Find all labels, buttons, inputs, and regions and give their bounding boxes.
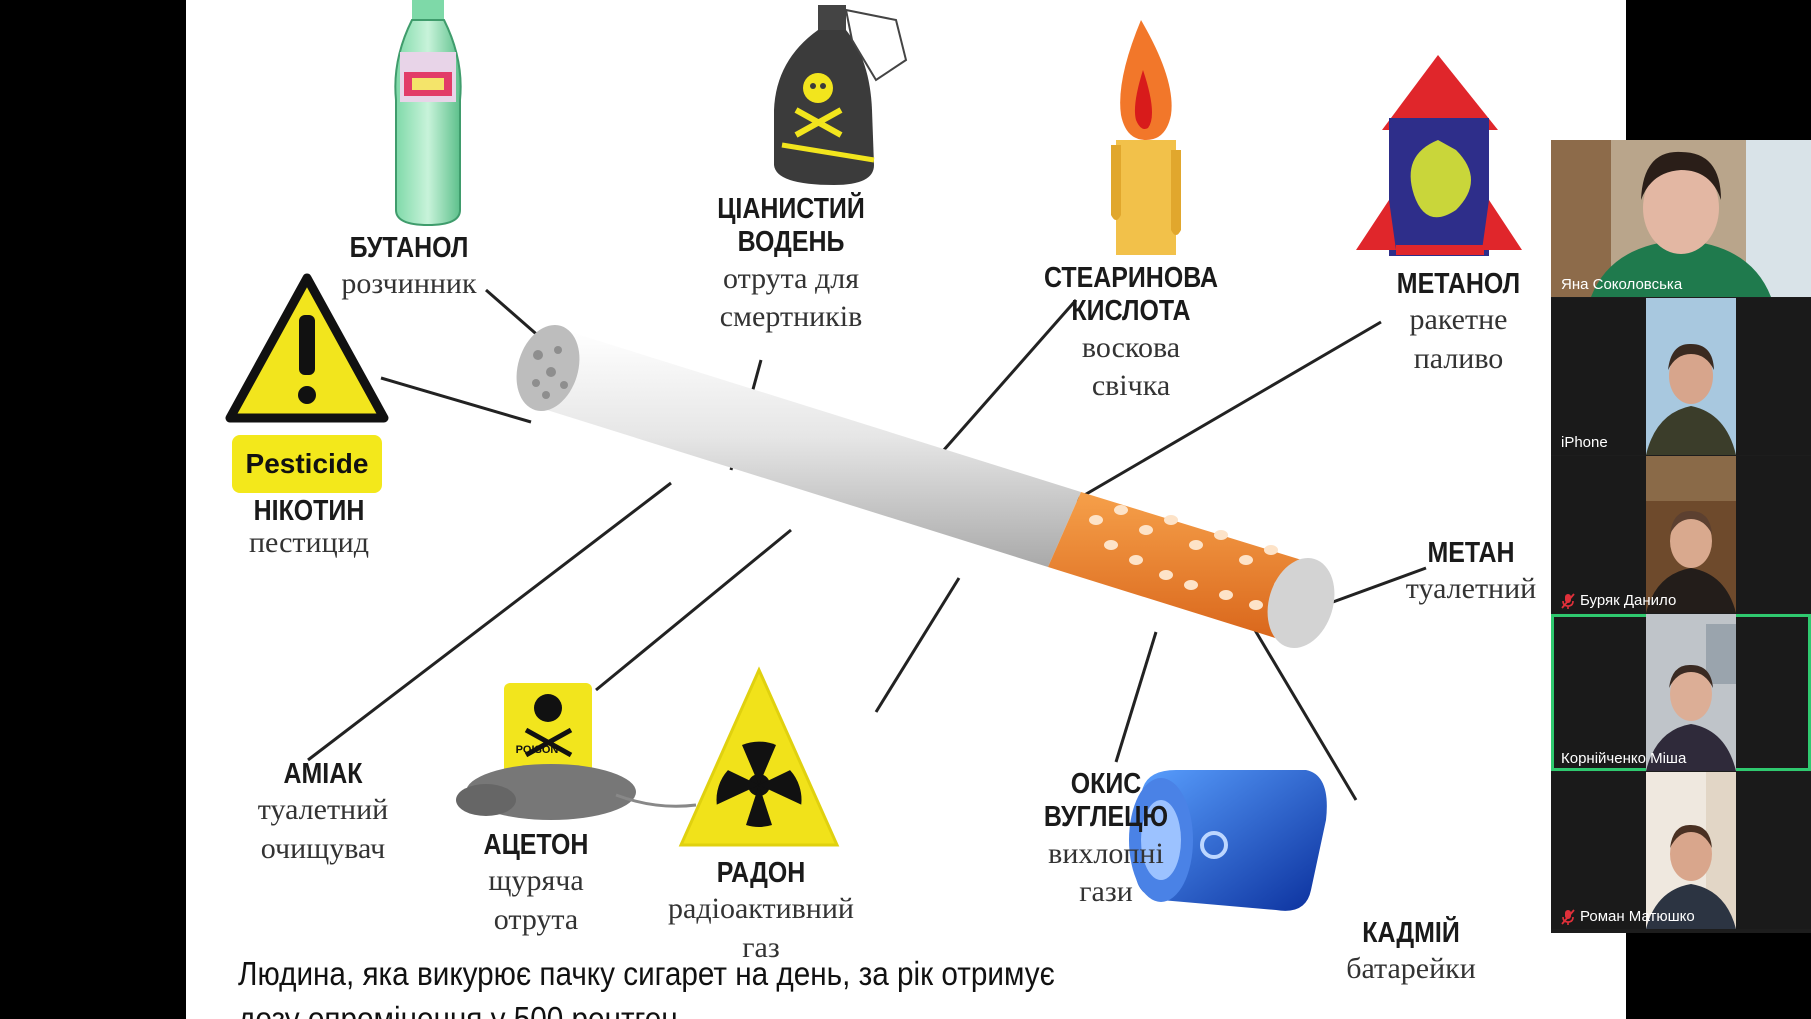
warning-triangle-icon	[225, 273, 389, 423]
label-title: МЕТАНОЛ	[1396, 268, 1521, 300]
rocket-icon	[1356, 55, 1522, 256]
label-sub: воскова	[1081, 330, 1181, 364]
participant-name-row: Корнійченко Міша	[1561, 750, 1686, 767]
label-sub: гази	[1079, 875, 1133, 909]
label-radon: РАДОН радіоактивний газ	[661, 857, 861, 967]
label-title: РАДОН	[716, 857, 806, 889]
label-sub: смертників	[719, 300, 863, 334]
label-stearic-acid: СТЕАРИНОВА КИСЛОТА воскова свічка	[1026, 262, 1236, 405]
label-title: АЦЕТОН	[483, 829, 589, 861]
participant-video	[1646, 772, 1736, 929]
cigarette-image	[516, 325, 1335, 648]
label-methanol: МЕТАНОЛ ракетне паливо	[1366, 268, 1551, 378]
participant-video	[1646, 456, 1736, 613]
participant-name-row: Яна Соколовська	[1561, 276, 1682, 293]
label-cadmium: КАДМІЙ батарейки	[1321, 917, 1501, 989]
candle-icon	[1111, 20, 1181, 255]
label-sub: отрута для	[722, 261, 859, 295]
label-sub: ракетне	[1409, 303, 1508, 337]
muted-mic-icon	[1561, 908, 1575, 925]
participant-name: Буряк Данило	[1580, 592, 1677, 609]
label-title: ВОДЕНЬ	[737, 226, 845, 259]
leader-lines	[307, 288, 1427, 801]
participant-tile[interactable]: Роман Матюшко	[1551, 772, 1811, 929]
participant-video	[1551, 140, 1811, 297]
presentation-slide: Pesticide POISON БУТАНОЛ розчинник ЦІАНИ…	[186, 0, 1626, 1019]
label-methane: МЕТАН туалетний	[1391, 537, 1551, 609]
label-ammonia: АМІАК туалетний очищувач	[238, 758, 408, 868]
label-sub: щуряча	[488, 864, 584, 898]
label-title: ВУГЛЕЦЮ	[1043, 801, 1169, 834]
participant-name-row: Роман Матюшко	[1561, 908, 1695, 925]
muted-mic-icon	[1561, 592, 1575, 609]
label-title: АМІАК	[283, 758, 363, 790]
filter-end	[1267, 558, 1335, 648]
poison-bottle-icon	[774, 5, 908, 185]
label-sub: отрута	[493, 902, 579, 936]
participant-name-row: iPhone	[1561, 434, 1608, 451]
label-sub: розчинник	[341, 267, 477, 301]
tobacco-texture	[532, 346, 568, 399]
participant-name: Роман Матюшко	[1580, 908, 1695, 925]
poison-label: POISON	[515, 744, 559, 756]
label-title: КАДМІЙ	[1362, 917, 1460, 949]
participant-name: Яна Соколовська	[1561, 276, 1683, 293]
label-title: КИСЛОТА	[1071, 295, 1191, 328]
label-title: СТЕАРИНОВА	[1043, 262, 1219, 294]
label-sub: радіоактивний	[668, 892, 854, 926]
participant-video	[1646, 298, 1736, 455]
battery-icon	[1129, 770, 1327, 911]
label-butanol: БУТАНОЛ розчинник	[314, 232, 504, 304]
label-title: БУТАНОЛ	[349, 232, 469, 264]
pesticide-badge: Pesticide	[232, 435, 382, 493]
participant-name: iPhone	[1561, 434, 1608, 451]
participant-tile-active[interactable]: Корнійченко Міша	[1551, 614, 1811, 771]
label-title: НІКОТИН	[253, 495, 365, 527]
label-title: МЕТАН	[1427, 537, 1515, 569]
radiation-icon	[678, 666, 840, 847]
label-sub: газ	[742, 930, 780, 964]
label-nicotine: НІКОТИН пестицид	[229, 495, 389, 563]
participant-video	[1646, 614, 1736, 771]
label-cyanide: ЦІАНИСТИЙ ВОДЕНЬ отрута для смертників	[691, 193, 891, 336]
label-sub: туалетний	[1405, 572, 1537, 606]
video-gallery: Яна Соколовська iPhone	[1551, 140, 1811, 933]
slide-illustration	[225, 0, 1522, 911]
label-sub: батарейки	[1346, 952, 1476, 986]
rat-icon	[456, 683, 697, 820]
slide-caption: Людина, яка викурює пачку сигарет на ден…	[238, 955, 1055, 992]
participant-tile[interactable]: iPhone	[1551, 298, 1811, 455]
label-title: ЦІАНИСТИЙ	[717, 193, 865, 225]
bottle-icon	[394, 0, 462, 227]
label-carbon-monoxide: ОКИС ВУГЛЕЦЮ вихлопні гази	[1016, 768, 1196, 911]
label-sub: вихлопні	[1048, 836, 1164, 870]
participant-name-row: Буряк Данило	[1561, 592, 1676, 609]
label-sub: очищувач	[260, 831, 386, 865]
participant-tile[interactable]: Яна Соколовська	[1551, 140, 1811, 297]
label-sub: паливо	[1413, 341, 1504, 375]
slide-caption-line2: дозу опромінення у 500 рентген	[238, 1000, 678, 1019]
label-title: ОКИС	[1070, 768, 1142, 800]
participant-name: Корнійченко Міша	[1561, 750, 1687, 767]
label-sub: туалетний	[257, 793, 389, 827]
label-acetone: АЦЕТОН щуряча отрута	[451, 829, 621, 939]
participant-tile[interactable]: Буряк Данило	[1551, 456, 1811, 613]
label-sub: пестицид	[249, 526, 369, 560]
label-sub: свічка	[1091, 369, 1171, 403]
